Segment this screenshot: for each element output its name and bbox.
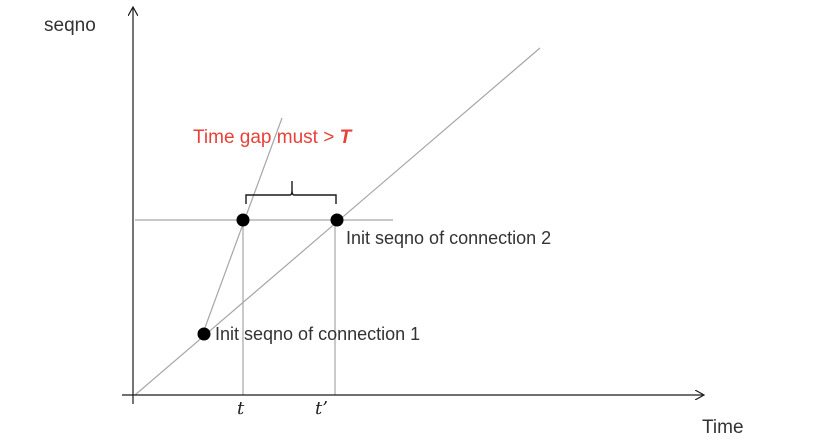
x-axis-label: Time [702, 417, 744, 438]
t-prime-tick-label: t’ [315, 398, 328, 419]
t-point [236, 213, 250, 227]
time-gap-annotation: Time gap must > T [193, 127, 353, 148]
conn2-label: Init seqno of connection 2 [346, 228, 551, 248]
t-tick-label: t [237, 398, 245, 419]
conn1-init-point [197, 327, 211, 341]
time-gap-symbol: T [340, 127, 353, 148]
time-gap-brace [245, 181, 337, 204]
conn2-init-point [330, 213, 344, 227]
time-gap-text: Time gap must > [193, 127, 340, 148]
conn1-label: Init seqno of connection 1 [215, 324, 420, 344]
y-axis-label: seqno [44, 15, 96, 36]
